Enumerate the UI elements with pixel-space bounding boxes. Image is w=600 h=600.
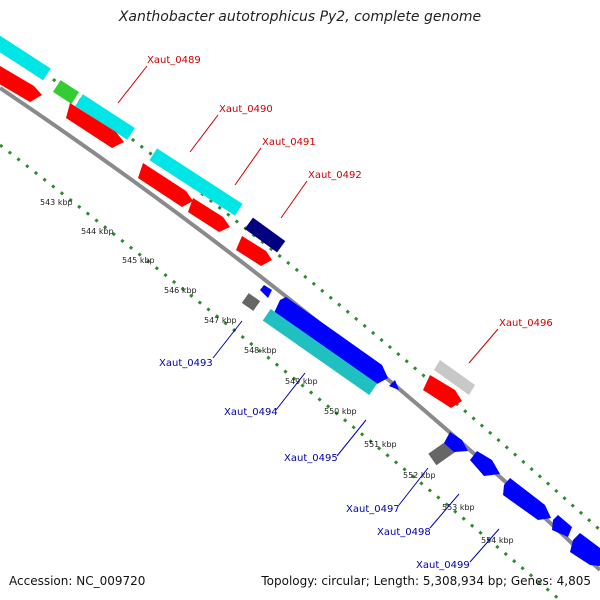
- cds-blue-4: [503, 478, 551, 520]
- cds-navy-1: [244, 217, 286, 253]
- kbp-label: 552 kbp: [403, 471, 436, 480]
- kbp-label: 554 kbp: [481, 536, 514, 545]
- kbp-label: 545 kbp: [122, 256, 155, 265]
- cds-red-5: [236, 236, 272, 266]
- forward-features-outer: [0, 34, 475, 395]
- cds-red-3: [138, 163, 193, 207]
- cds-red-2: [66, 103, 124, 148]
- cds-teal-1: [262, 308, 378, 396]
- gene-label-xaut-0489[interactable]: Xaut_0489: [147, 55, 201, 66]
- gene-label-xaut-0491[interactable]: Xaut_0491: [262, 137, 316, 148]
- forward-features-red: [0, 66, 462, 408]
- kbp-labels: 543 kbp 544 kbp 545 kbp 546 kbp 547 kbp …: [40, 198, 514, 545]
- forward-gene-labels: Xaut_0489 Xaut_0490 Xaut_0491 Xaut_0492 …: [147, 55, 553, 329]
- cds-blue-2: [444, 432, 468, 452]
- cds-red-4: [188, 198, 230, 232]
- kbp-label: 549 kbp: [285, 377, 318, 386]
- cds-cyan-3: [149, 148, 243, 216]
- reverse-gene-labels: Xaut_0493 Xaut_0494 Xaut_0495 Xaut_0497 …: [159, 358, 470, 571]
- cds-blue-6: [570, 533, 600, 566]
- cds-red-6: [423, 375, 462, 408]
- kbp-label: 553 kbp: [442, 503, 475, 512]
- kbp-label: 547 kbp: [204, 316, 237, 325]
- kbp-label: 546 kbp: [164, 286, 197, 295]
- reverse-leader-lines: [212, 320, 500, 563]
- gene-label-xaut-0490[interactable]: Xaut_0490: [219, 104, 273, 115]
- kbp-label: 544 kbp: [81, 227, 114, 236]
- cds-blue-5: [552, 515, 572, 537]
- gene-label-xaut-0499[interactable]: Xaut_0499: [416, 560, 470, 571]
- accession-text: Accession: NC_009720: [9, 574, 146, 588]
- gene-label-xaut-0497[interactable]: Xaut_0497: [346, 504, 400, 515]
- kbp-label: 543 kbp: [40, 198, 73, 207]
- gene-label-xaut-0496[interactable]: Xaut_0496: [499, 318, 553, 329]
- gene-label-xaut-0495[interactable]: Xaut_0495: [284, 453, 338, 464]
- cds-green-1: [52, 80, 80, 104]
- reverse-features: [241, 285, 600, 566]
- map-title: Xanthobacter autotrophicus Py2, complete…: [118, 9, 482, 25]
- gene-label-xaut-0492[interactable]: Xaut_0492: [308, 170, 362, 181]
- inner-tick-ring: [0, 143, 561, 600]
- cds-cyan-2: [75, 94, 135, 140]
- cds-lightgray-1: [434, 360, 475, 395]
- gene-label-xaut-0494[interactable]: Xaut_0494: [224, 407, 278, 418]
- summary-text: Topology: circular; Length: 5,308,934 bp…: [261, 574, 591, 588]
- cds-red-1: [0, 66, 42, 102]
- cds-blue-1: [274, 297, 388, 384]
- cds-blue-3: [470, 451, 500, 476]
- outer-tick-ring: [0, 38, 600, 532]
- cds-blue-small-2: [389, 380, 399, 390]
- kbp-label: 550 kbp: [324, 407, 357, 416]
- cds-blue-small-1: [260, 285, 272, 298]
- gene-label-xaut-0498[interactable]: Xaut_0498: [377, 527, 431, 538]
- kbp-label: 551 kbp: [364, 440, 397, 449]
- cds-cyan-1: [0, 34, 51, 81]
- cds-gray-1: [241, 293, 261, 311]
- forward-leader-lines: [117, 65, 499, 364]
- kbp-label: 548 kbp: [244, 346, 277, 355]
- gene-label-xaut-0493[interactable]: Xaut_0493: [159, 358, 213, 369]
